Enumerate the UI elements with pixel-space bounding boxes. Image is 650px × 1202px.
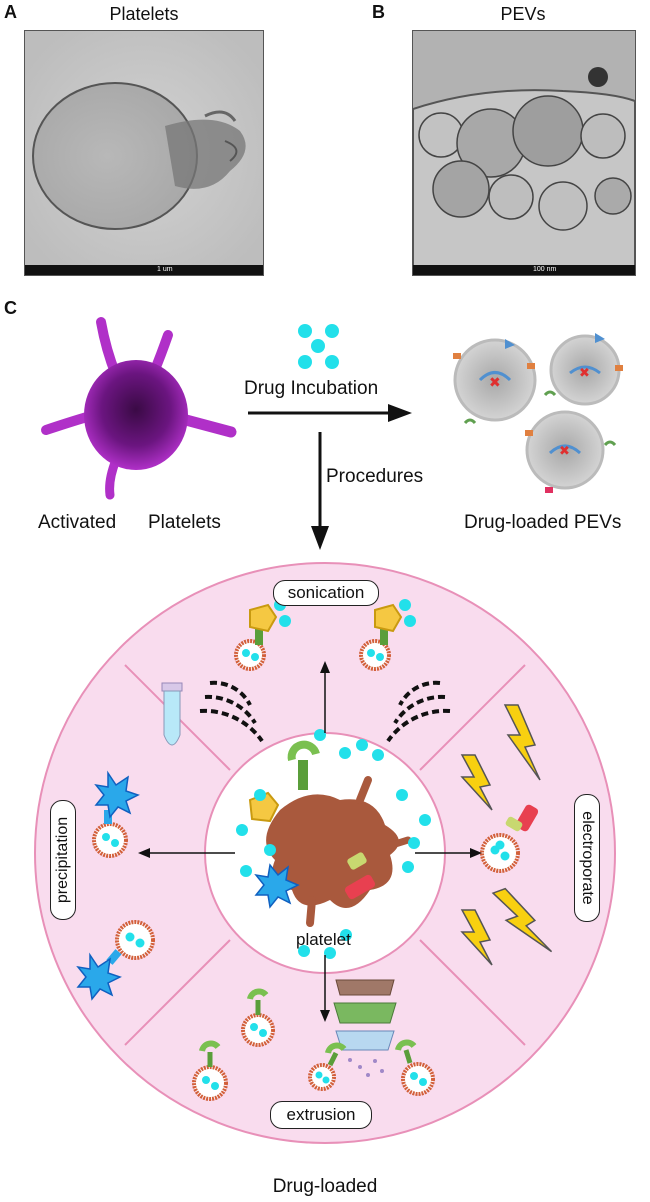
electroporate-label: electroporate <box>579 811 596 905</box>
panel-a-scalebar <box>25 265 263 275</box>
precipitation-tube-icon <box>161 682 183 746</box>
precipitation-label-box: precipitation <box>50 800 76 920</box>
lightning-bolt-icons <box>460 704 553 966</box>
precipitation-vesicle-top <box>92 770 140 858</box>
panel-b-title: PEVs <box>500 4 546 24</box>
electroporate-label-box: electroporate <box>574 794 600 922</box>
procedures-label: Procedures <box>326 466 424 487</box>
drug-loaded-pevs-label: Drug-loaded PEVs <box>464 512 622 533</box>
panel-b-scalebar <box>413 265 635 275</box>
incubation-arrow-head <box>388 404 412 422</box>
sonication-label: sonication <box>287 583 365 602</box>
pev-micrograph: 100 nm <box>412 30 636 276</box>
panel-a-letter: A <box>4 2 17 22</box>
extrusion-filter-icon <box>333 979 397 1077</box>
footer-label: Drug-loaded <box>272 1176 378 1197</box>
activated-platelet-icon <box>41 317 237 500</box>
panel-b-letter: B <box>372 2 385 22</box>
pev-micrograph-image <box>413 31 635 275</box>
center-platelet-label: platelet <box>296 930 351 949</box>
drug-loaded-pevs-icon: ✖ ✖ ✖ <box>453 333 623 493</box>
panel-c-letter: C <box>4 298 17 318</box>
procedures-arrow-head <box>311 526 329 550</box>
platelets-label: Platelets <box>148 512 221 533</box>
panel-a-title: Platelets <box>109 4 179 24</box>
activated-label: Activated <box>38 512 117 533</box>
panel-b-scale-label: 100 nm <box>533 266 557 273</box>
extrusion-label-box: extrusion <box>270 1101 372 1129</box>
svg-text:✖: ✖ <box>489 375 501 391</box>
panel-a-scale-label: 1 um <box>157 266 173 273</box>
flow-arrows <box>248 404 412 550</box>
electroporate-vesicle <box>480 804 539 873</box>
extrusion-label: extrusion <box>286 1105 356 1124</box>
sonication-vesicle-right <box>359 599 416 671</box>
drug-molecules-icon <box>298 324 339 369</box>
method-wheel <box>34 562 616 1144</box>
sound-waves <box>199 680 451 743</box>
platelet-micrograph-image <box>25 31 263 275</box>
precipitation-label: precipitation <box>54 816 71 904</box>
precipitation-vesicle-bottom <box>76 920 155 1001</box>
drug-incubation-label: Drug Incubation <box>244 378 379 399</box>
svg-text:✖: ✖ <box>579 366 590 381</box>
platelet-micrograph: 1 um <box>24 30 264 276</box>
svg-text:✖: ✖ <box>559 444 570 459</box>
sonication-label-box: sonication <box>273 580 379 606</box>
sonication-vesicle-left <box>234 599 291 671</box>
